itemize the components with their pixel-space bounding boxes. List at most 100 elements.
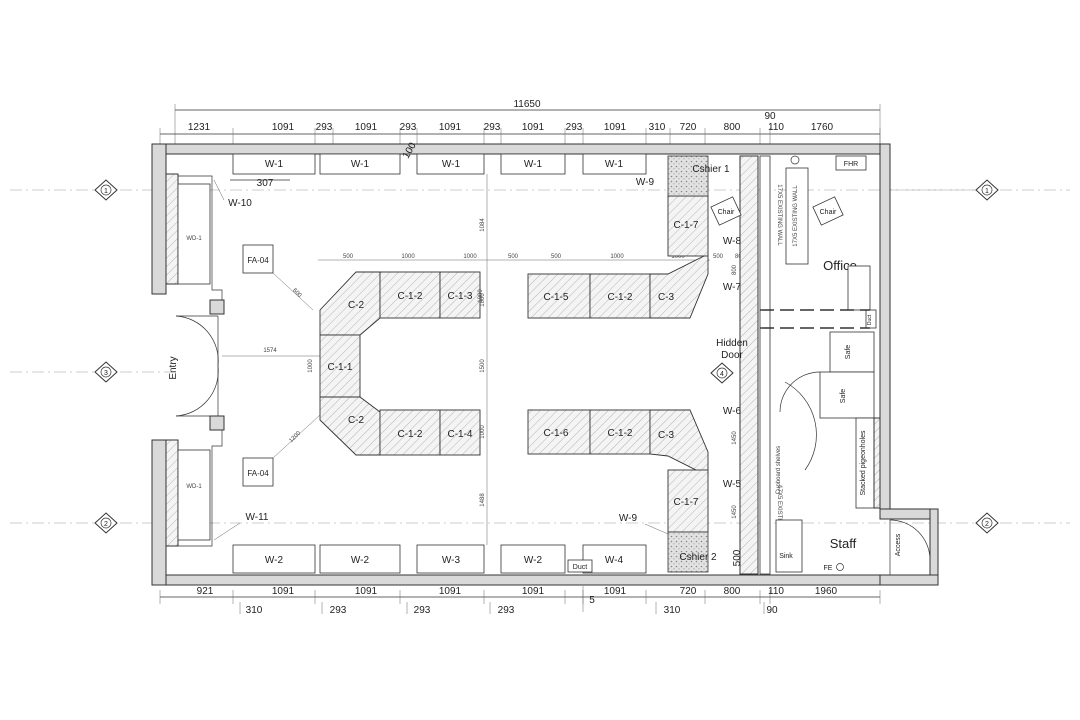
svg-text:1000: 1000 [308,359,314,373]
svg-text:C-1-7: C-1-7 [673,497,698,508]
svg-text:500: 500 [732,549,743,566]
svg-text:1000: 1000 [480,425,486,439]
entry-door[interactable]: Entry [168,315,219,417]
svg-text:W-2: W-2 [524,555,543,566]
svg-text:FA-04: FA-04 [247,256,269,265]
svg-text:1488: 1488 [480,493,486,507]
entry-dimension: 1574 [222,348,320,357]
svg-text:FE: FE [824,565,833,572]
safe-door-swing [779,371,821,413]
grid-marker-left-3: 3 [94,361,118,383]
cashier-2: Cshier 2 500 [667,531,743,573]
svg-text:1450: 1450 [732,431,738,445]
svg-text:720: 720 [680,586,697,597]
right-counter-lower: C-1-6 C-1-2 C-3 C-1-7 [527,409,709,533]
cashier-1: Cshier 1 [667,155,730,197]
svg-text:1091: 1091 [355,122,378,133]
svg-text:Cshier 2: Cshier 2 [679,552,717,563]
svg-text:4: 4 [720,371,724,378]
svg-text:1000: 1000 [478,289,484,303]
svg-text:W-7: W-7 [723,282,742,293]
svg-text:800: 800 [724,586,741,597]
svg-text:W-1: W-1 [265,159,284,170]
svg-text:C-2: C-2 [348,300,365,311]
svg-text:1091: 1091 [522,122,545,133]
svg-text:307: 307 [257,178,274,189]
svg-text:Staff: Staff [830,536,857,551]
svg-text:FHR: FHR [844,161,858,168]
svg-text:Cshier 1: Cshier 1 [692,164,730,175]
top-window-units: W-1 W-1 W-1 W-1 W-1 100 307 [230,140,647,189]
svg-text:W-9: W-9 [636,177,655,188]
fa-04-bottom: FA-04 1200 [242,414,321,487]
office-door-swing [784,381,817,471]
svg-text:C-1-2: C-1-2 [607,428,632,439]
grid-marker-right-2: 2 [975,512,999,534]
grid-marker-left-1: 1 [94,179,118,201]
svg-text:1: 1 [985,188,989,195]
svg-text:W-3: W-3 [442,555,461,566]
svg-text:1231: 1231 [188,122,211,133]
svg-text:1000: 1000 [671,254,685,260]
left-counter-lower: C-2 C-1-2 C-1-4 [319,396,481,456]
svg-text:800: 800 [732,264,738,275]
svg-text:1000: 1000 [401,254,415,260]
svg-text:C-3: C-3 [658,292,675,303]
grid-marker-center-4: 4 [710,362,734,384]
svg-text:3: 3 [104,370,108,377]
safe-2: Safe [819,371,875,419]
svg-text:Cupboard shelves: Cupboard shelves [776,446,782,494]
left-counter-upper: C-2 C-1-2 C-1-3 1000 [319,271,484,336]
svg-text:500: 500 [343,254,354,260]
svg-text:1091: 1091 [604,122,627,133]
wall-tags: W-10 W-11 W-9 W-9 W-8 W-7 W-6 W-5 Hidden… [213,177,748,541]
svg-text:1760: 1760 [811,122,834,133]
svg-text:293: 293 [414,605,431,616]
svg-text:600: 600 [291,288,303,300]
svg-text:W-1: W-1 [442,159,461,170]
svg-text:1000: 1000 [480,293,486,307]
top-dimensions: 11650 90 1231 1091 293 1091 293 1091 293… [159,99,881,150]
svg-text:2: 2 [985,521,989,528]
svg-text:293: 293 [400,122,417,133]
svg-text:293: 293 [566,122,583,133]
svg-text:W-8: W-8 [723,236,742,247]
svg-text:5: 5 [589,595,595,606]
svg-text:100: 100 [401,140,419,160]
svg-text:C-1-2: C-1-2 [397,429,422,440]
svg-text:110: 110 [768,122,784,133]
svg-text:90: 90 [764,111,776,122]
svg-text:W-10: W-10 [228,198,252,209]
svg-text:C-1-6: C-1-6 [543,428,568,439]
svg-text:921: 921 [197,586,214,597]
staff-room: Staff Sink FE [775,519,857,573]
svg-text:1091: 1091 [439,122,462,133]
svg-text:1450: 1450 [732,505,738,519]
svg-text:17X5 EXISTING WALL: 17X5 EXISTING WALL [776,485,782,547]
svg-text:Hidden: Hidden [716,338,748,349]
svg-text:1091: 1091 [355,586,378,597]
chair-2: Chair [812,196,844,226]
svg-text:17X5 EXISTING WALL: 17X5 EXISTING WALL [793,185,799,247]
access-door[interactable]: Access [889,519,931,575]
svg-text:WD-1: WD-1 [186,236,202,242]
svg-text:1084: 1084 [480,218,486,232]
left-wall-fixtures: WD-1 WD-1 [165,173,225,547]
svg-text:800: 800 [724,122,741,133]
svg-text:293: 293 [484,122,501,133]
svg-text:1091: 1091 [522,586,545,597]
svg-text:11650: 11650 [513,99,541,110]
svg-text:293: 293 [316,122,333,133]
svg-text:W-4: W-4 [605,555,624,566]
svg-text:C-1-2: C-1-2 [397,291,422,302]
svg-text:FA-04: FA-04 [247,469,269,478]
svg-text:W-5: W-5 [723,479,742,490]
svg-text:W-6: W-6 [723,406,742,417]
svg-text:1: 1 [104,188,108,195]
svg-text:C-1-5: C-1-5 [543,292,568,303]
svg-text:C-2: C-2 [348,415,365,426]
svg-text:310: 310 [664,605,681,616]
fa-04-top: FA-04 600 [242,244,314,311]
bottom-dimensions: 921 1091 1091 1091 1091 1091 720 800 110… [159,586,881,616]
